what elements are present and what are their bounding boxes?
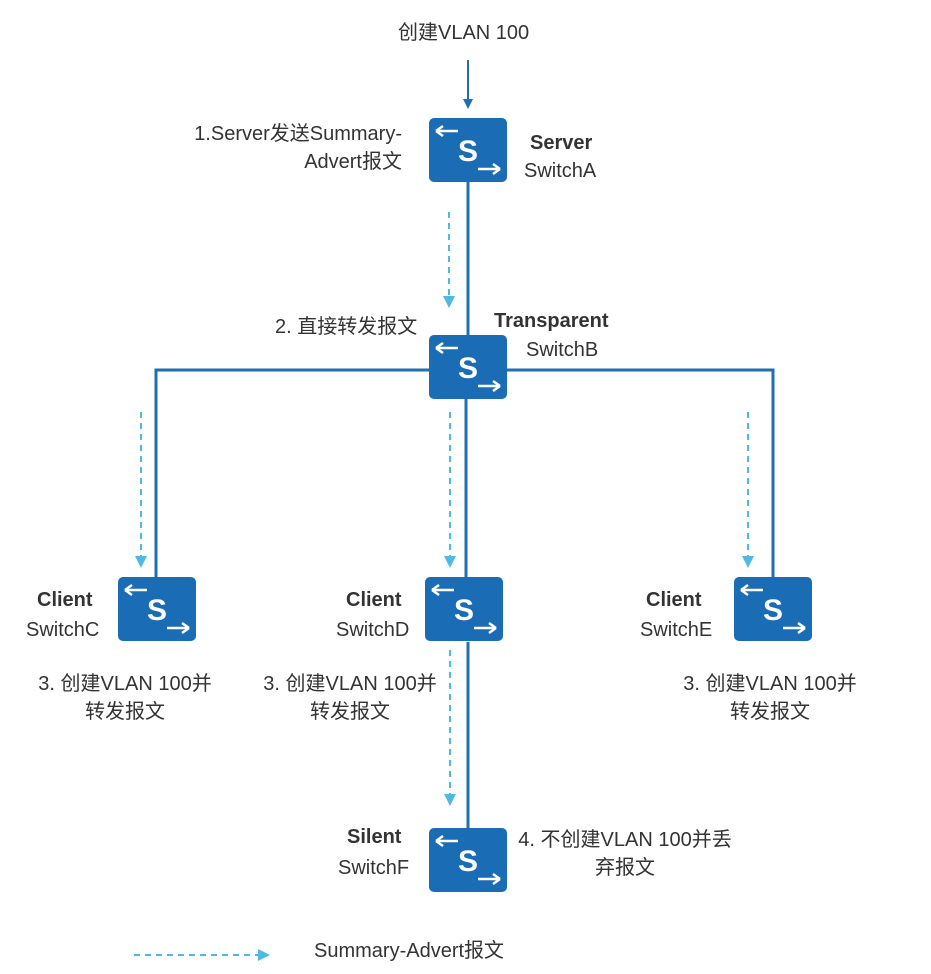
step-4-label: 4. 不创建VLAN 100并丢 弃报文	[500, 826, 750, 882]
switch-e-icon[interactable]: S	[733, 576, 813, 642]
create-vlan-label: 创建VLAN 100	[398, 22, 530, 44]
svg-text:S: S	[458, 135, 478, 168]
switch-d-name: SwitchD	[336, 619, 410, 641]
step-3-c-line-2: 转发报文	[85, 701, 165, 723]
switch-f-icon[interactable]: S	[428, 827, 508, 893]
step-3-c-label: 3. 创建VLAN 100并 转发报文	[20, 670, 230, 726]
switch-c-icon[interactable]: S	[117, 576, 197, 642]
legend-label: Summary-Advert报文	[314, 940, 505, 962]
step-3-e-label: 3. 创建VLAN 100并 转发报文	[665, 670, 875, 726]
switch-b-icon[interactable]: S	[428, 334, 508, 400]
step-3-d-line-2: 转发报文	[310, 701, 390, 723]
step-1-line-1: 1.Server发送Summary-	[194, 123, 402, 145]
step-2-label: 2. 直接转发报文	[275, 316, 418, 338]
svg-text:S: S	[458, 352, 478, 385]
link-b-e	[506, 368, 775, 580]
switch-c-name: SwitchC	[26, 619, 100, 641]
switch-f-role: Silent	[347, 826, 402, 848]
switch-a-role: Server	[530, 132, 593, 154]
switch-e-role: Client	[646, 589, 702, 611]
switch-f-name: SwitchF	[338, 857, 410, 879]
step-1-label: 1.Server发送Summary- Advert报文	[194, 120, 402, 176]
step-3-e-line-2: 转发报文	[730, 701, 810, 723]
switch-d-icon[interactable]: S	[424, 576, 504, 642]
step-4-line-1: 4. 不创建VLAN 100并丢	[518, 829, 732, 851]
switch-b-role: Transparent	[494, 310, 609, 332]
step-1-line-2: Advert报文	[304, 151, 402, 173]
step-3-c-line-1: 3. 创建VLAN 100并	[38, 673, 212, 695]
switch-b-name: SwitchB	[526, 339, 599, 361]
switch-d-role: Client	[346, 589, 402, 611]
step-3-d-line-1: 3. 创建VLAN 100并	[263, 673, 437, 695]
step-4-line-2: 弃报文	[595, 857, 655, 879]
switch-a-name: SwitchA	[524, 160, 597, 182]
svg-text:S: S	[763, 594, 783, 627]
link-b-c	[154, 368, 430, 580]
switch-c-role: Client	[37, 589, 93, 611]
step-3-e-line-1: 3. 创建VLAN 100并	[683, 673, 857, 695]
step-3-d-label: 3. 创建VLAN 100并 转发报文	[245, 670, 455, 726]
svg-text:S: S	[458, 845, 478, 878]
svg-text:S: S	[147, 594, 167, 627]
svg-text:S: S	[454, 594, 474, 627]
switch-a-icon[interactable]: S	[428, 117, 508, 183]
switch-e-name: SwitchE	[640, 619, 713, 641]
